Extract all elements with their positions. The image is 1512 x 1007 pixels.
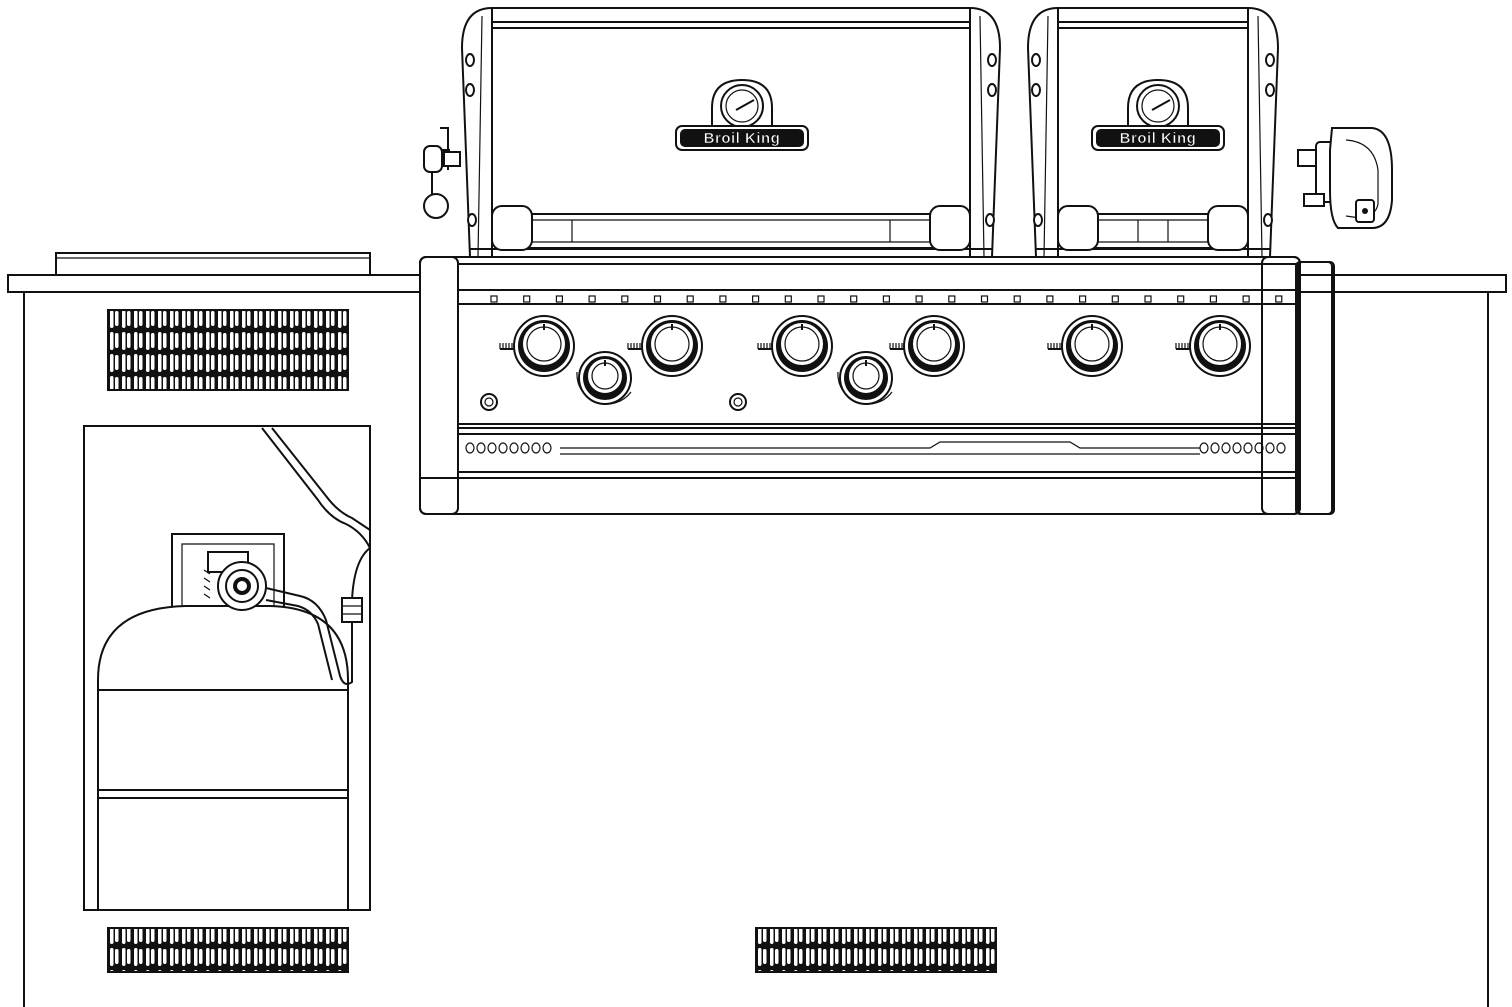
control-knob-icon[interactable]	[757, 315, 833, 377]
side-burner-cover	[55, 252, 371, 276]
control-knob-icon[interactable]	[499, 315, 575, 377]
island-cabinet	[7, 252, 1507, 1007]
control-knob-icon[interactable]	[1175, 315, 1251, 377]
vent-grille-icon	[107, 309, 349, 391]
grill-lid-rotisserie[interactable]	[1026, 7, 1280, 258]
control-knob-icon[interactable]	[1047, 315, 1123, 377]
thermometer-icon	[1127, 78, 1189, 128]
control-knob-icon[interactable]	[627, 315, 703, 377]
ignition-button-left[interactable]	[480, 393, 498, 411]
brand-logo-main: Broil King	[704, 130, 781, 147]
grill-lid-main[interactable]	[460, 7, 1002, 258]
tank-compartment	[83, 425, 371, 911]
drip-tray-vents	[465, 442, 1286, 454]
cabinet-body	[23, 291, 1489, 1007]
grill-head	[419, 256, 1335, 515]
drip-tray	[457, 433, 1299, 473]
control-knob-icon[interactable]	[889, 315, 965, 377]
control-knob-icon[interactable]	[576, 351, 632, 405]
thermometer-icon	[711, 78, 773, 128]
countertop-right	[1300, 274, 1507, 293]
ignition-button-right[interactable]	[729, 393, 747, 411]
vent-grille-icon	[107, 927, 349, 973]
lid-side-handle-left	[423, 127, 461, 219]
control-knob-icon[interactable]	[837, 351, 893, 405]
countertop	[7, 274, 421, 293]
control-knobs	[499, 315, 1251, 405]
propane-tank-icon	[97, 427, 371, 910]
brand-logo-rotisserie: Broil King	[1120, 130, 1197, 147]
vent-grille-icon	[755, 927, 997, 973]
panel-rivets	[490, 295, 1283, 303]
control-panel	[457, 303, 1299, 425]
rotisserie-motor	[1297, 127, 1393, 229]
